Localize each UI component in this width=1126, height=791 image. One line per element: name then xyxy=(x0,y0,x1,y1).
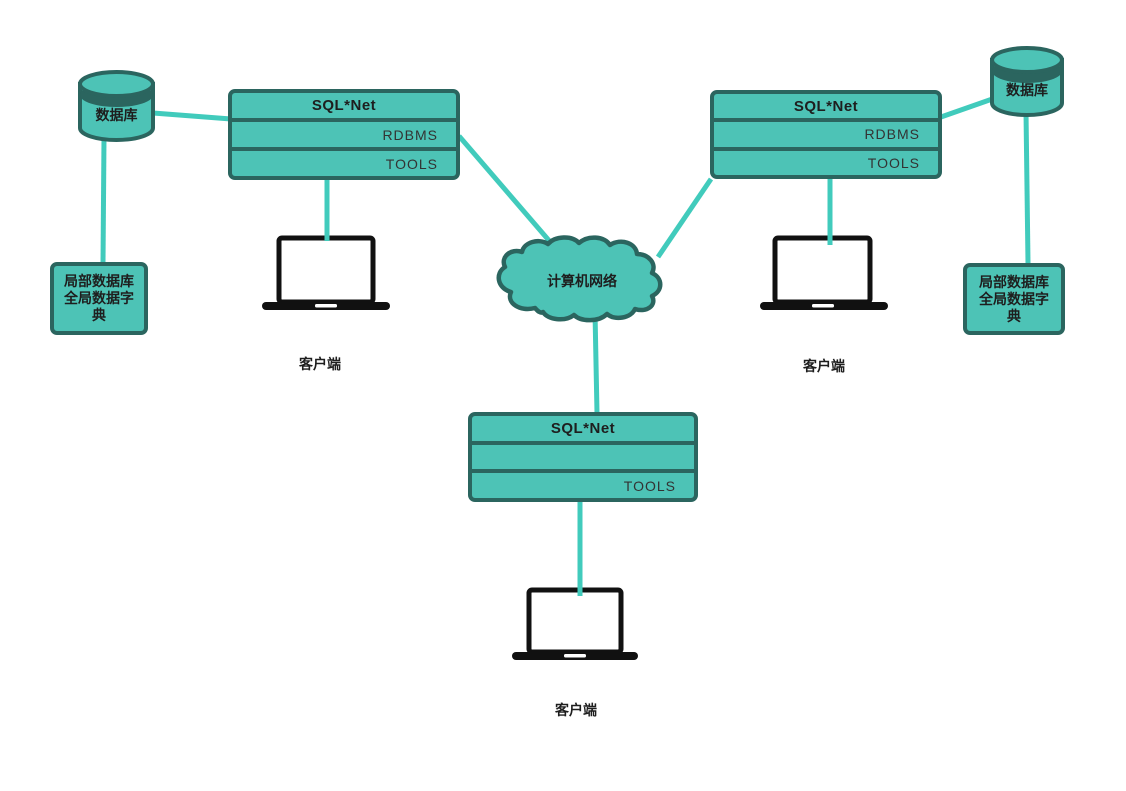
cloud-shape xyxy=(496,235,663,323)
dict-label: 局部数据库全局数据字典 xyxy=(979,273,1049,324)
stack-row-rdbms: RDBMS xyxy=(714,118,938,146)
laptop-client-left xyxy=(262,235,390,310)
connector-dbright-dictright xyxy=(1023,111,1031,264)
laptop-notch xyxy=(564,654,586,658)
stack-row-rdbms: RDBMS xyxy=(232,118,456,147)
client-label-bottom: 客户端 xyxy=(555,702,597,718)
connector-dbleft-stackleft xyxy=(139,109,232,122)
stack-row-tools: TOOLS xyxy=(714,146,938,175)
cylinder-top xyxy=(78,70,155,98)
stack-row-tools: TOOLS xyxy=(232,147,456,176)
database-cylinder-right xyxy=(990,46,1064,117)
database-label-right: 数据库 xyxy=(1006,82,1048,98)
network-cloud xyxy=(496,235,663,323)
dict-box-right: 局部数据库全局数据字典 xyxy=(963,263,1065,335)
laptop-client-right xyxy=(760,235,888,310)
cylinder-top xyxy=(990,46,1064,74)
client-label-left: 客户端 xyxy=(299,356,341,372)
dict-box-left: 局部数据库全局数据字典 xyxy=(50,262,148,335)
sqlnet-stack-bottom: SQL*Net TOOLS xyxy=(468,412,698,502)
database-label-left: 数据库 xyxy=(95,107,138,123)
laptop-notch xyxy=(315,304,337,308)
cloud-label: 计算机网络 xyxy=(547,273,617,289)
sqlnet-stack-right: SQL*Net RDBMS TOOLS xyxy=(710,90,942,179)
sqlnet-stack-left: SQL*Net RDBMS TOOLS xyxy=(228,89,460,180)
connector-stackright-dbright xyxy=(940,94,999,120)
database-cylinder-left xyxy=(78,70,155,142)
connector-cloud-stackbottom xyxy=(592,311,600,414)
laptop-client-bottom xyxy=(512,587,638,660)
laptop-screen xyxy=(526,587,624,655)
stack-row-empty xyxy=(472,440,694,470)
laptop-screen xyxy=(276,235,376,305)
connector-stackright-cloud xyxy=(655,177,714,259)
laptop-screen xyxy=(772,235,873,305)
stack-title: SQL*Net xyxy=(311,97,377,114)
laptop-notch xyxy=(812,304,834,308)
dict-label: 局部数据库全局数据字典 xyxy=(64,273,134,323)
stack-title: SQL*Net xyxy=(793,97,859,115)
client-label-right: 客户端 xyxy=(803,358,845,374)
stack-title: SQL*Net xyxy=(550,419,616,437)
connector-dbleft-dictleft xyxy=(100,137,107,264)
stack-row-tools: TOOLS xyxy=(472,469,694,498)
connector-stackleft-cloud xyxy=(457,134,560,253)
